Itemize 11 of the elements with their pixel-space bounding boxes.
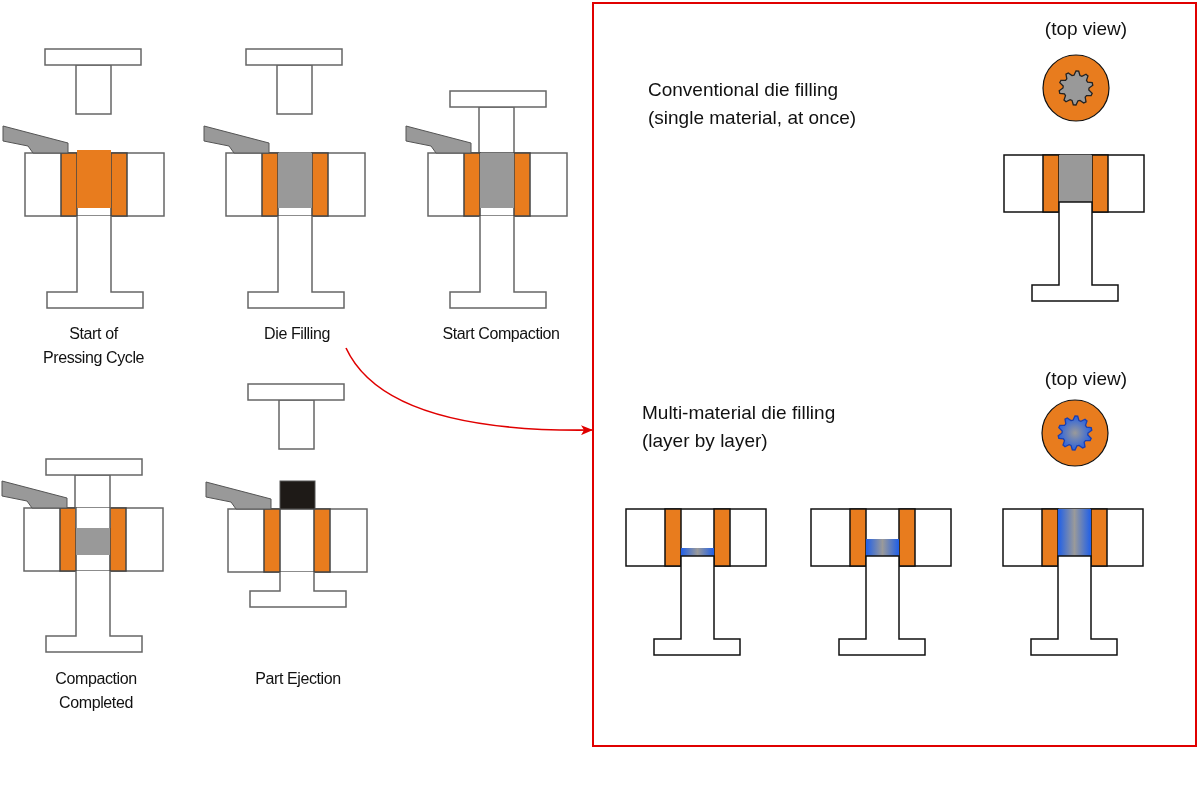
step-caption: Compaction Completed [54, 669, 138, 713]
curved-arrow [345, 347, 593, 435]
section-heading: Multi-material die filling (layer by layer) [642, 401, 837, 453]
step-caption: Start of Pressing Cycle [41, 324, 146, 368]
step-caption: Die Filling [232, 322, 362, 346]
section-heading: Conventional die filling (single material, at once) [648, 78, 858, 130]
view-caption: (top view) [1043, 367, 1129, 391]
step-caption: Start Compaction [441, 324, 561, 344]
highlight-frame [592, 2, 1197, 747]
step-caption: Part Ejection [254, 669, 342, 689]
view-caption: (top view) [1043, 17, 1129, 41]
